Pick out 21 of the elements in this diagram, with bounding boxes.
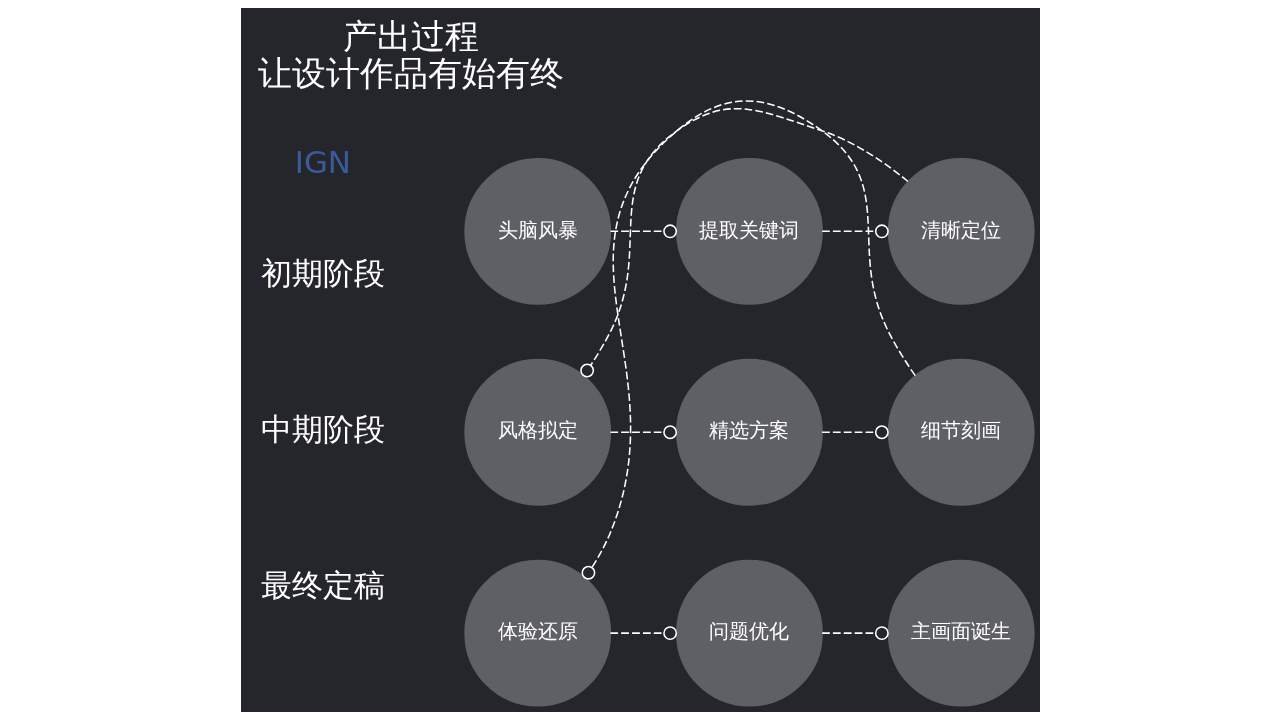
connector	[581, 100, 916, 580]
connector	[820, 626, 889, 641]
connector	[609, 425, 677, 440]
node-circle: 精选方案	[675, 358, 823, 506]
node-circle: 细节刻画	[887, 358, 1035, 506]
node-circle: 头脑风暴	[463, 157, 611, 305]
connector	[820, 224, 889, 239]
node-circle: 体验还原	[463, 559, 611, 707]
node-circle: 问题优化	[675, 559, 823, 707]
node-circle: 主画面诞生	[887, 559, 1035, 707]
node-circle: 清晰定位	[887, 157, 1035, 305]
label: IGN	[294, 143, 351, 180]
connector	[609, 224, 677, 239]
label: 中期阶段	[260, 410, 385, 447]
node-circle: 提取关键词	[675, 157, 823, 305]
connector	[609, 626, 677, 641]
label: 最终定稿	[260, 567, 385, 604]
label: 初期阶段	[260, 254, 385, 291]
node-circle: 风格拟定	[463, 358, 611, 506]
connector	[579, 107, 909, 378]
connector	[820, 425, 889, 440]
